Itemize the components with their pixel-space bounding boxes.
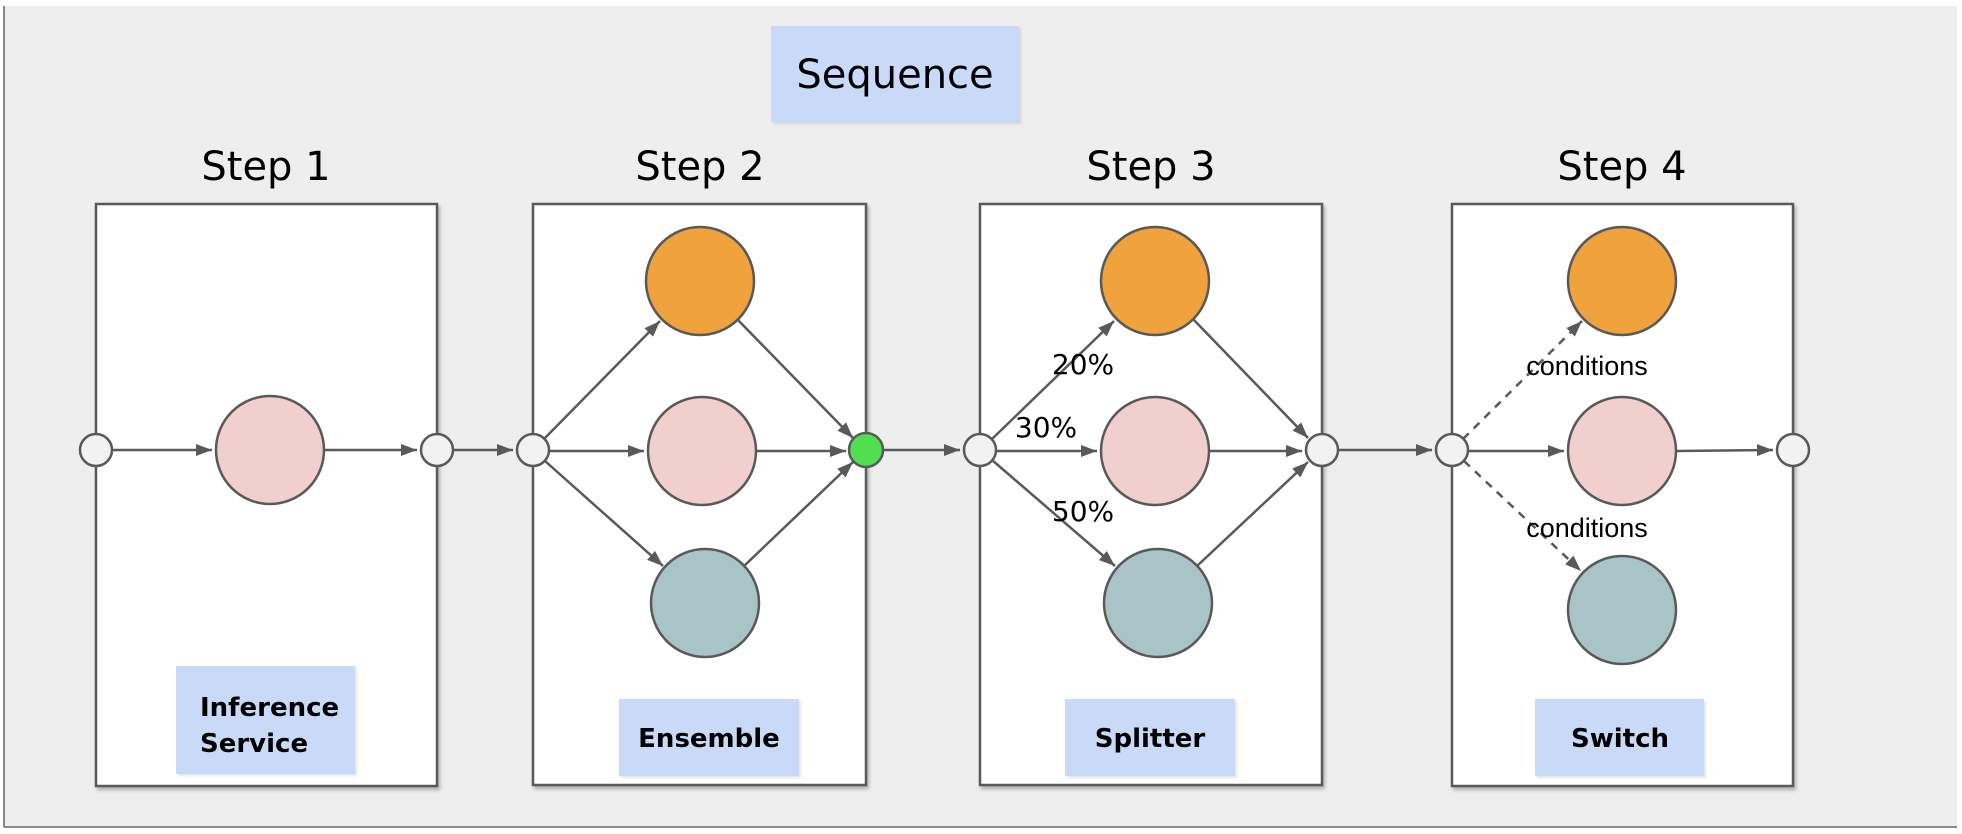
step-4-out-port xyxy=(1775,432,1811,468)
step-2-node-orange xyxy=(644,225,756,337)
step-2-header: Step 2 xyxy=(635,144,764,190)
edge-step2-in-to-teal xyxy=(544,460,664,567)
step-1-header: Step 1 xyxy=(201,144,330,190)
step-2-node-pink xyxy=(646,395,758,507)
step-1-label-line-1: Inference xyxy=(200,693,339,723)
step-1-label-line-2: Service xyxy=(200,729,308,759)
step-3-node-pink xyxy=(1099,395,1211,507)
edge-step2-orange-to-merge xyxy=(737,319,854,439)
edge-step3-in-to-orange xyxy=(991,320,1115,440)
step-3-edge-label-50: 50% xyxy=(1052,495,1114,528)
edge-step3-orange-to-out xyxy=(1192,318,1309,439)
step-2-label: Ensemble xyxy=(638,724,780,754)
step-1-in-port xyxy=(78,432,114,468)
step-4-header: Step 4 xyxy=(1557,144,1686,190)
step-3-out-port xyxy=(1304,432,1340,468)
title-box xyxy=(771,26,1019,122)
step-3-edge-label-20: 20% xyxy=(1052,348,1114,381)
step-4-edge-label-conditions-top: conditions xyxy=(1526,351,1648,381)
edge-step4-pink-to-out xyxy=(1675,444,1774,457)
edge-step3-in-to-teal xyxy=(991,459,1116,567)
edge-step4-in-to-orange-conditional xyxy=(1462,320,1583,440)
step-2-in-port xyxy=(515,432,551,468)
step-4-label-box xyxy=(1535,699,1704,776)
step-1-out-port xyxy=(419,432,455,468)
step-3-label: Splitter xyxy=(1095,724,1206,754)
edge-step2-teal-to-merge xyxy=(743,461,854,567)
step-4-node-pink xyxy=(1566,395,1678,507)
step-4-node-teal xyxy=(1566,554,1678,666)
step-2-merge-node-green xyxy=(847,431,885,469)
diagram-title: Sequence xyxy=(796,52,993,98)
edge-step4-in-to-teal-conditional xyxy=(1463,460,1582,572)
step-1-label-box xyxy=(176,666,355,774)
step-3-node-orange xyxy=(1099,225,1211,337)
edge-step3-teal-to-out xyxy=(1196,461,1309,567)
step-4-label: Switch xyxy=(1571,724,1669,754)
step-3-in-port xyxy=(962,432,998,468)
step-2-node-teal xyxy=(649,547,761,659)
step-3-label-box xyxy=(1065,699,1235,776)
step-4-in-port xyxy=(1434,432,1470,468)
step-1-node-pink xyxy=(214,394,326,506)
step-3-node-teal xyxy=(1102,547,1214,659)
step-3-edge-label-30: 30% xyxy=(1015,411,1077,444)
step-3-header: Step 3 xyxy=(1086,144,1215,190)
step-4-node-orange xyxy=(1566,225,1678,337)
edge-step2-in-to-orange xyxy=(543,320,661,440)
step-2-label-box xyxy=(619,699,799,776)
step-4-edge-label-conditions-bottom: conditions xyxy=(1526,513,1648,543)
